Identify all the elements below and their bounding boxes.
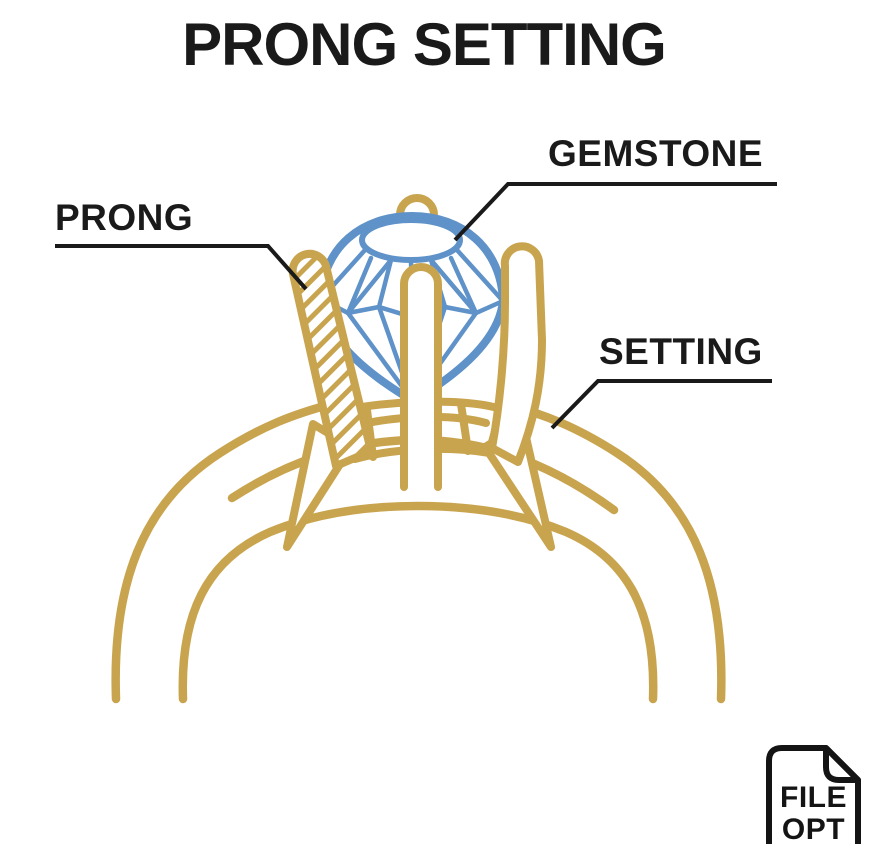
file-icon-fold-corner — [823, 745, 861, 783]
leader-gemstone — [453, 182, 777, 242]
prong-center — [400, 263, 442, 491]
leader-lines — [55, 182, 777, 430]
file-icon — [766, 745, 861, 844]
band-inner-hole — [178, 501, 658, 704]
collar-step-right — [457, 400, 472, 455]
file-badge-text: FILE OPT — [769, 782, 858, 844]
page-title: PRONG SETTING — [182, 11, 667, 78]
prongs — [288, 242, 546, 491]
prong-left-hatched — [288, 249, 375, 470]
file-badge-line1: FILE — [780, 781, 847, 814]
file-badge-line2: OPT — [781, 813, 846, 844]
label-setting: SETTING — [599, 331, 763, 372]
leader-setting — [550, 379, 772, 430]
leader-prong — [55, 244, 308, 291]
label-prong: PRONG — [55, 197, 194, 238]
prong-right — [488, 242, 546, 466]
label-gemstone: GEMSTONE — [548, 133, 764, 174]
gemstone-table-facet — [359, 217, 463, 263]
band-outer-right — [500, 399, 726, 704]
band-outer-left — [111, 399, 337, 704]
